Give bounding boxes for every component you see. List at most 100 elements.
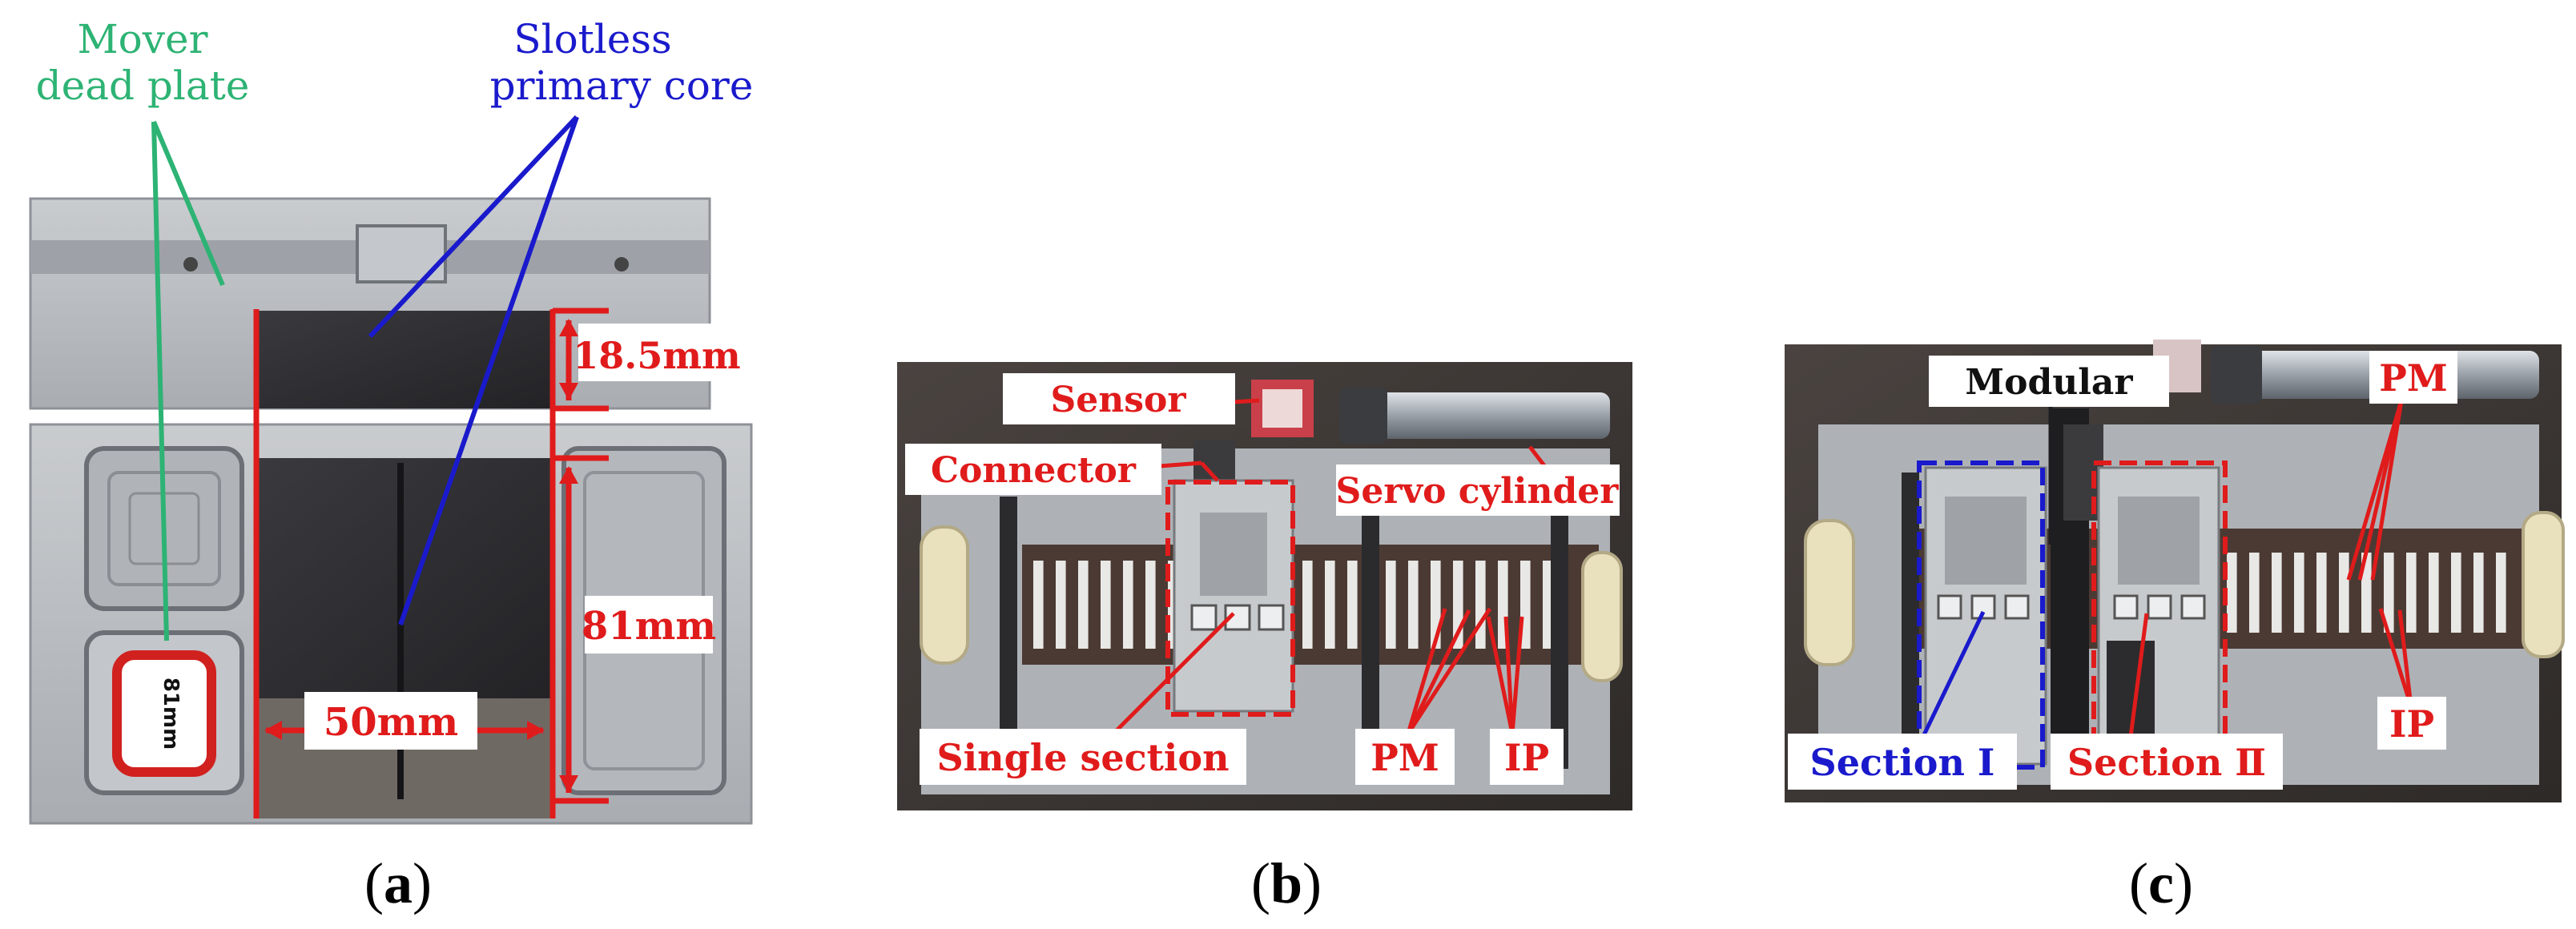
stator-tooth bbox=[1325, 561, 1335, 649]
label-modular: Modular bbox=[1965, 362, 2133, 403]
dim-50-box bbox=[304, 692, 477, 750]
sensor-tag bbox=[1003, 373, 1235, 424]
stator-tooth bbox=[1056, 561, 1066, 649]
caption-a-letter: a bbox=[383, 851, 413, 915]
stator-tooth bbox=[1347, 561, 1358, 649]
guide-rail bbox=[1902, 473, 1919, 761]
stator-tooth bbox=[2406, 553, 2417, 633]
mover-dark-pad bbox=[2107, 641, 2155, 737]
stator-tooth bbox=[2496, 553, 2506, 633]
guide-rail bbox=[1000, 497, 1017, 769]
stator-tooth bbox=[2429, 553, 2439, 633]
stator-tooth bbox=[1145, 561, 1156, 649]
label-single-section: Single section bbox=[936, 736, 1229, 779]
caption-a: (a) bbox=[364, 851, 432, 915]
label-ip: IP bbox=[2389, 702, 2434, 746]
label-slotless-line1: Slotless bbox=[513, 16, 671, 62]
stator-tooth bbox=[1302, 561, 1313, 649]
pm-tag bbox=[1355, 729, 1455, 785]
stator-tooth bbox=[2473, 553, 2484, 633]
label-section-1: Section Ⅰ bbox=[1810, 741, 1995, 784]
dimension-lines bbox=[253, 308, 609, 818]
label-mover-line2: dead plate bbox=[36, 62, 250, 109]
stator-tooth bbox=[2227, 553, 2237, 633]
label-section-2: Section Ⅱ bbox=[2067, 741, 2266, 784]
mover-section-1-window bbox=[1945, 497, 2027, 585]
label-mover-line1: Mover bbox=[77, 16, 207, 62]
label-slotless-line2: primary core bbox=[490, 62, 754, 109]
mover-clips bbox=[1937, 594, 2206, 620]
stator-teeth bbox=[1033, 561, 1553, 649]
leader-lines-blue bbox=[368, 115, 579, 625]
dim-height-large: 81mm bbox=[582, 604, 716, 649]
mover-screw-hole bbox=[183, 257, 198, 271]
dim-81-box bbox=[585, 596, 713, 654]
handle-right bbox=[2522, 511, 2565, 658]
leader-lines-c bbox=[1917, 392, 2413, 746]
servo-tag bbox=[1336, 464, 1620, 516]
plate-stamp-text: 81mm bbox=[159, 678, 183, 750]
handle-left bbox=[1804, 519, 1855, 666]
label-ip: IP bbox=[1504, 736, 1549, 779]
primary-core-lower bbox=[256, 458, 553, 698]
section-1-tag bbox=[1788, 734, 2017, 790]
servo-cylinder-rod bbox=[1339, 392, 1610, 439]
guide-rail bbox=[1551, 497, 1568, 769]
dimension-arrowheads bbox=[264, 319, 578, 793]
core-slot-line bbox=[397, 463, 404, 799]
modular-tag bbox=[1929, 356, 2169, 407]
caption-b-letter: b bbox=[1270, 851, 1303, 915]
panel-b: Sensor Connector Servo cylinder Single s… bbox=[897, 362, 1632, 810]
stator-tooth bbox=[2339, 553, 2349, 633]
panel-a: 81mm 18.5mm bbox=[29, 16, 754, 825]
stator-tooth bbox=[2361, 553, 2372, 633]
label-sensor: Sensor bbox=[1050, 380, 1186, 420]
section-2-tag bbox=[2051, 734, 2283, 790]
stator-tooth bbox=[2294, 553, 2304, 633]
dim-18-box bbox=[578, 324, 735, 381]
stator-tooth bbox=[2384, 553, 2394, 633]
panel-c: Modular PM IP Section Ⅰ Section Ⅱ bbox=[1785, 340, 2565, 802]
mover-clip bbox=[1190, 604, 1218, 631]
stator-tooth bbox=[2451, 553, 2461, 633]
stator-tooth bbox=[1101, 561, 1111, 649]
label-servo: Servo cylinder bbox=[1336, 471, 1620, 512]
stator-tooth bbox=[2316, 553, 2327, 633]
mover-window bbox=[1200, 513, 1267, 596]
connector-block bbox=[2063, 424, 2103, 521]
caption-c-letter: c bbox=[2147, 851, 2174, 915]
stator-teeth bbox=[2227, 553, 2506, 633]
dim-width: 50mm bbox=[324, 700, 458, 745]
handle-left bbox=[920, 525, 969, 665]
dim-height-small: 18.5mm bbox=[573, 334, 740, 377]
stator-tooth bbox=[1033, 561, 1044, 649]
label-pm: PM bbox=[1371, 736, 1439, 779]
leader-lines-green bbox=[151, 120, 225, 641]
stator-tooth bbox=[1475, 561, 1486, 649]
leader-lines-b bbox=[1088, 398, 1548, 759]
stator-tooth bbox=[1078, 561, 1089, 649]
stator-tooth bbox=[1543, 561, 1553, 649]
servo-cylinder-cap bbox=[1339, 388, 1387, 444]
mover-clip bbox=[1258, 604, 1285, 631]
primary-core-upper bbox=[256, 311, 553, 408]
stator-tooth bbox=[2272, 553, 2282, 633]
stator-tooth bbox=[1386, 561, 1396, 649]
single-section-box bbox=[1165, 480, 1295, 717]
caption-b: (b) bbox=[1251, 851, 1322, 915]
servo-cylinder-cap bbox=[2211, 346, 2262, 404]
stator-tooth bbox=[1408, 561, 1419, 649]
connector-tag bbox=[905, 444, 1161, 495]
caption-c: (c) bbox=[2129, 851, 2193, 915]
single-section-tag bbox=[920, 729, 1246, 785]
plate-stamp: 81mm bbox=[112, 650, 216, 777]
ip-tag bbox=[2377, 697, 2446, 750]
mover-screw-hole bbox=[614, 257, 629, 271]
pm-tag bbox=[2369, 351, 2457, 404]
stator-tooth bbox=[1123, 561, 1133, 649]
ip-tag bbox=[1490, 729, 1564, 785]
stator-tooth bbox=[2249, 553, 2260, 633]
guide-rail bbox=[1362, 497, 1379, 769]
label-pm: PM bbox=[2379, 356, 2448, 400]
